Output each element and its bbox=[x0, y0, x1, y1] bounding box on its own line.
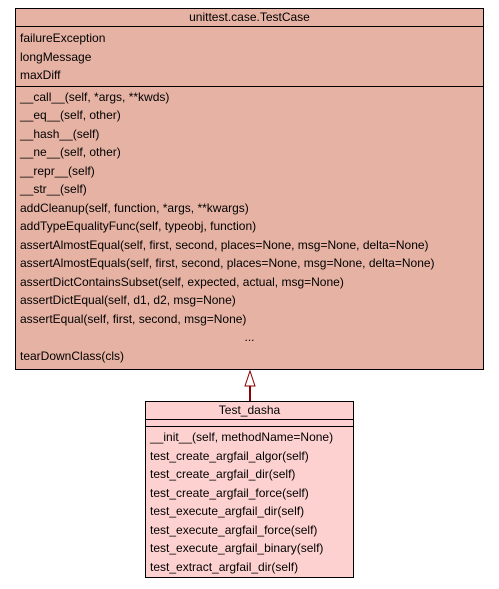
method-row: test_create_argfail_algor(self) bbox=[150, 448, 309, 463]
attribute-row: maxDiff bbox=[20, 68, 61, 82]
method-row: addTypeEqualityFunc(self, typeobj, funct… bbox=[20, 219, 257, 233]
parent-methods: __call__(self, *args, **kwds) __eq__(sel… bbox=[16, 87, 483, 366]
method-row: assertAlmostEquals(self, first, second, … bbox=[20, 256, 435, 270]
parent-attributes: failureException longMessage maxDiff bbox=[16, 27, 483, 87]
method-row: addCleanup(self, function, *args, **kwar… bbox=[20, 200, 249, 215]
method-row: assertDictEqual(self, d1, d2, msg=None) bbox=[20, 293, 236, 307]
child-class-box[interactable]: Test_dasha __init__(self, methodName=Non… bbox=[145, 401, 354, 578]
parent-class-box[interactable]: unittest.case.TestCase failureException … bbox=[15, 8, 484, 370]
method-row: test_create_argfail_force(self) bbox=[150, 485, 309, 500]
method-row: __call__(self, *args, **kwds) bbox=[20, 89, 170, 104]
method-row: __init__(self, methodName=None) bbox=[150, 430, 334, 444]
method-row: assertDictContainsSubset(self, expected,… bbox=[20, 274, 344, 289]
attribute-row: longMessage bbox=[20, 49, 92, 64]
methods-ellipsis: ... bbox=[244, 330, 255, 344]
method-row: test_execute_argfail_force(self) bbox=[150, 522, 318, 537]
method-row: tearDownClass(cls) bbox=[20, 348, 125, 363]
method-row: test_create_argfail_dir(self) bbox=[150, 467, 296, 481]
method-row: __ne__(self, other) bbox=[20, 145, 121, 159]
child-attributes bbox=[146, 420, 353, 427]
method-row: assertEqual(self, first, second, msg=Non… bbox=[20, 311, 247, 326]
child-methods: __init__(self, methodName=None) test_cre… bbox=[146, 427, 353, 576]
parent-class-title: unittest.case.TestCase bbox=[16, 9, 483, 27]
method-row: __eq__(self, other) bbox=[20, 108, 121, 122]
method-row: test_extract_argfail_dir(self) bbox=[150, 559, 299, 574]
method-row: __str__(self) bbox=[20, 182, 87, 196]
inheritance-arrowhead bbox=[244, 369, 256, 387]
method-row: test_execute_argfail_dir(self) bbox=[150, 504, 305, 518]
method-row: __repr__(self) bbox=[20, 163, 95, 178]
method-row: assertAlmostEqual(self, first, second, p… bbox=[20, 237, 429, 252]
method-row: test_execute_argfail_binary(self) bbox=[150, 541, 324, 555]
method-row: __hash__(self) bbox=[20, 126, 100, 141]
child-class-title: Test_dasha bbox=[146, 402, 353, 420]
attribute-row: failureException bbox=[20, 31, 106, 45]
